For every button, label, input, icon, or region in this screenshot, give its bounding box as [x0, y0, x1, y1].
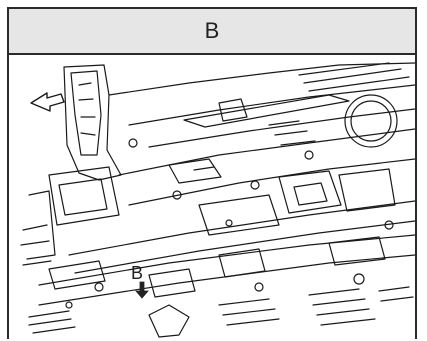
pillar-outline [63, 64, 122, 181]
illustration-frame: B [7, 7, 417, 339]
callout-label: B [131, 263, 143, 283]
vehicle-underbody-drawing: B [9, 55, 415, 341]
round-plug [344, 94, 398, 148]
down-arrow-icon [135, 281, 149, 299]
view-label: B [204, 18, 220, 43]
seat-mount [278, 170, 342, 214]
front-direction-arrow-icon [30, 92, 65, 112]
view-header: B [9, 9, 415, 55]
underbody-line-art: B [20, 62, 415, 338]
